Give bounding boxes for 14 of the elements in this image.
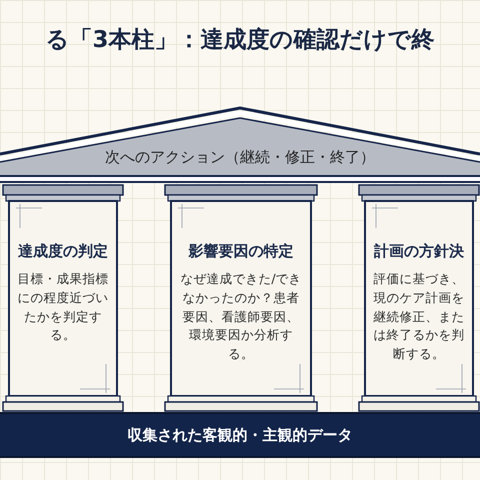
pediment-label: 次へのアクション（継続・修正・終了） — [105, 148, 375, 167]
pillar-description: なぜ達成できた/できなかったのか？患者要因、看護師要因、環境要因か分析する。 — [179, 270, 303, 363]
title: る「3本柱」：達成度の確認だけで終 — [45, 26, 434, 55]
pillar — [2, 184, 124, 412]
pillar — [164, 184, 318, 412]
pillar — [358, 184, 480, 412]
foundation-label: 収集された客観的・主観的データ — [128, 426, 352, 445]
pillar-description: 目標・成果指標にの程度近づいたかを判定する。 — [16, 270, 110, 344]
roof-pediment — [0, 104, 480, 184]
pillar-heading: 計画の方針決 — [374, 242, 464, 261]
pillar-heading: 達成度の判定 — [18, 242, 108, 261]
pillar-description: 評価に基づき、現のケア計画を継続修正、または終了るかを判断する。 — [372, 270, 466, 363]
pillar-heading: 影響要因の特定 — [188, 242, 294, 261]
foundation-band — [0, 412, 480, 458]
